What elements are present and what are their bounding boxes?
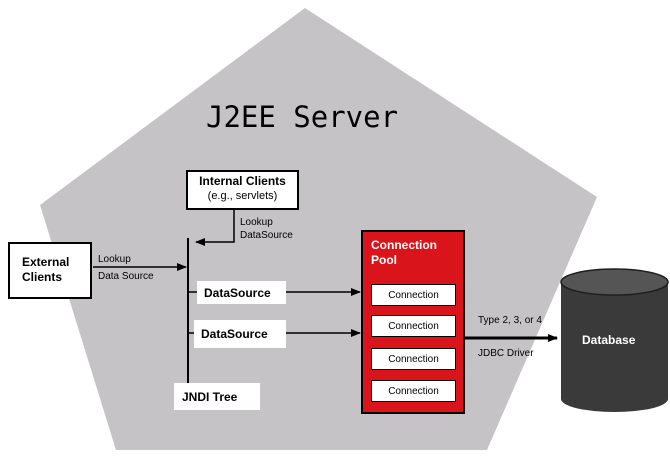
server-title: J2EE Server [206, 100, 399, 134]
internal-lookup-line1: Lookup [240, 217, 273, 228]
external-clients-label-1: External [22, 255, 70, 269]
connection-1: Connection [371, 284, 456, 306]
driver-jdbc-label: JDBC Driver [478, 348, 534, 359]
external-lookup-label: Lookup Data Source [98, 251, 154, 285]
driver-type-label: Type 2, 3, or 4 [478, 315, 542, 326]
internal-clients-label: Internal Clients [199, 174, 286, 188]
connection-pool-title-line1: Connection [371, 238, 437, 252]
connection-pool-title: Connection Pool [371, 238, 437, 268]
external-lookup-line2: Data Source [98, 271, 154, 282]
j2ee-server-pentagon [40, 8, 597, 450]
external-clients-box: External Clients [8, 242, 92, 299]
internal-clients-example: (e.g., servlets) [207, 190, 278, 202]
connection-pool-title-line2: Pool [371, 253, 397, 267]
connection-3: Connection [371, 348, 456, 370]
jndi-tree-box: JNDI Tree [174, 383, 260, 410]
external-clients-label-2: Clients [22, 270, 63, 284]
database-label: Database [582, 333, 636, 347]
connection-pool: Connection Pool Connection Connection Co… [361, 230, 465, 414]
internal-lookup-arrow [195, 196, 235, 246]
connection-4: Connection [371, 380, 456, 402]
external-lookup-line1: Lookup [98, 254, 131, 265]
connection-2: Connection [371, 315, 456, 337]
internal-lookup-label: Lookup DataSource [240, 216, 293, 242]
datasource-box-2: DataSource [194, 320, 286, 348]
datasource-box-1: DataSource [197, 281, 286, 304]
database-cylinder [560, 268, 669, 412]
internal-clients-box: Internal Clients (e.g., servlets) [186, 170, 299, 210]
internal-lookup-line2: DataSource [240, 230, 293, 241]
